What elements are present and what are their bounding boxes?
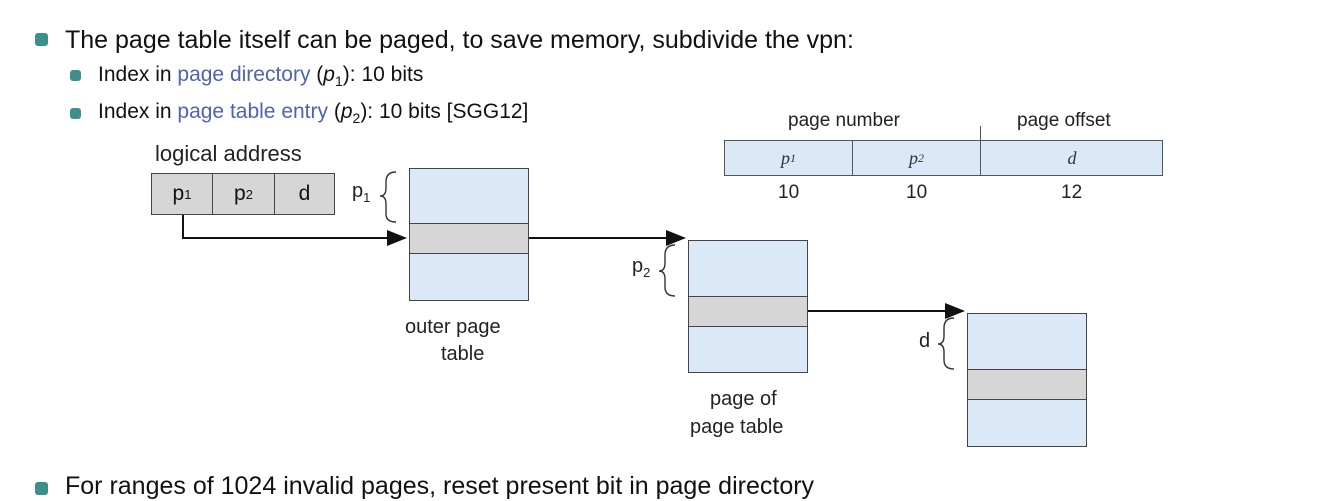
- inner-table-entry-row: [689, 296, 807, 327]
- outer-table-label-2: table: [441, 343, 485, 365]
- diagram-arrows: [182, 171, 965, 370]
- sub-bullet-marker: [70, 70, 81, 81]
- bullet-text-page-directory: Index in page directory (p1): 10 bits: [98, 63, 424, 90]
- sub-bullet-marker: [70, 108, 81, 119]
- page-of-table-label-2: page table: [690, 416, 784, 438]
- brace-label-d: d: [919, 330, 931, 352]
- page-of-table-label-1: page of: [710, 388, 777, 410]
- outer-table-label-1: outer page: [405, 316, 501, 338]
- outer-page-table: [409, 168, 529, 301]
- format-cell-d: d: [1067, 147, 1077, 168]
- brace-p2: [658, 244, 676, 297]
- bullet-marker: [35, 33, 48, 46]
- brace-label-p2: p2: [632, 255, 651, 280]
- page-offset-header: page offset: [1017, 110, 1111, 131]
- brace-d: [937, 317, 955, 370]
- la-cell-d: d: [298, 182, 311, 205]
- brace-label-p1: p1: [352, 180, 371, 205]
- bits-d: 12: [1061, 182, 1083, 203]
- outer-table-entry-row: [410, 223, 528, 254]
- header-divider: [980, 126, 982, 140]
- page-directory-link[interactable]: page directory: [177, 63, 311, 86]
- bits-p2: 10: [906, 182, 928, 203]
- arrow-p1-to-outer: [182, 215, 407, 246]
- physical-page: [967, 313, 1087, 447]
- brace-p1: [379, 171, 397, 223]
- logical-address-label: logical address: [155, 141, 302, 166]
- page-number-header: page number: [788, 110, 900, 131]
- bits-p1: 10: [778, 182, 800, 203]
- page-table-entry-link[interactable]: page table entry: [177, 100, 328, 123]
- target-word-row: [968, 369, 1086, 400]
- page-of-page-table: [688, 240, 808, 373]
- bullet-text-page-table-entry: Index in page table entry (p2): 10 bits …: [98, 100, 529, 127]
- bullet-text-main: The page table itself can be paged, to s…: [65, 26, 854, 54]
